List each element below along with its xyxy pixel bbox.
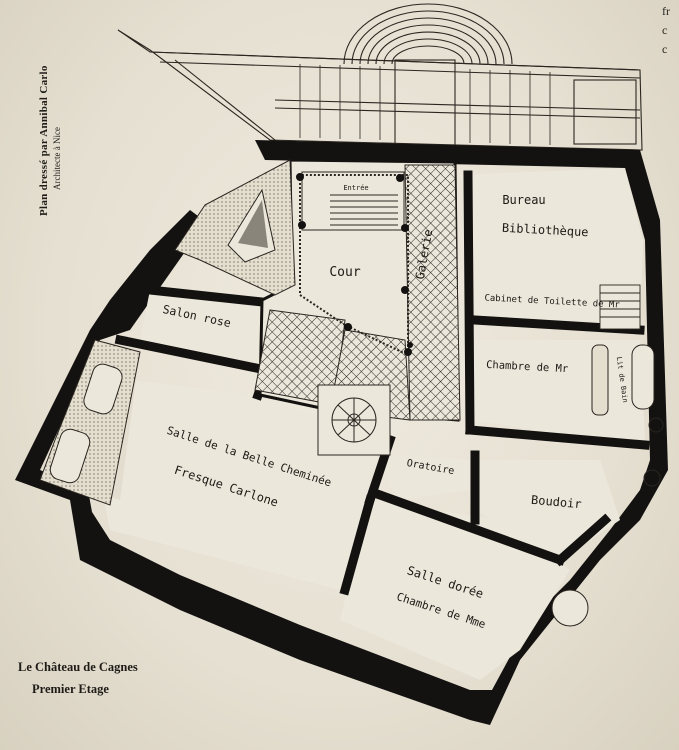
spiral-stair	[317, 384, 391, 456]
label-bibliotheque: Bibliothèque	[502, 221, 589, 240]
caption-title: Le Château de Cagnes	[18, 660, 138, 674]
plan-caption: Le Château de Cagnes Premier Etage	[18, 656, 138, 700]
credit-line-1: Plan dressé par Annibal Carlo	[38, 65, 50, 216]
label-cour: Cour	[329, 265, 360, 280]
semicircle-steps	[343, 3, 513, 65]
service-stair	[599, 284, 641, 330]
credit-line-2: Architecte à Nice	[52, 127, 62, 190]
room-floors	[60, 168, 645, 680]
architect-credit: Plan dressé par Annibal Carlo Architecte…	[34, 65, 62, 216]
label-boudoir: Boudoir	[531, 493, 583, 511]
label-chambre-mr: Chambre de Mr	[486, 359, 569, 375]
garden-bed-north	[174, 159, 296, 296]
label-entree: Entrée	[343, 184, 368, 192]
edge-fragment: fr	[662, 4, 670, 18]
outer-walls	[15, 140, 668, 725]
adjacent-page-fragments: fr c c	[662, 2, 679, 59]
garden-bed-west	[39, 339, 141, 506]
round-bay	[551, 589, 589, 627]
caption-subtitle: Premier Etage	[32, 682, 109, 696]
edge-fragment: c	[662, 23, 668, 37]
edge-fragment: c	[662, 42, 668, 56]
top-terrace	[117, 29, 643, 151]
bath-fixture	[591, 344, 664, 487]
label-bureau: Bureau	[502, 193, 545, 207]
